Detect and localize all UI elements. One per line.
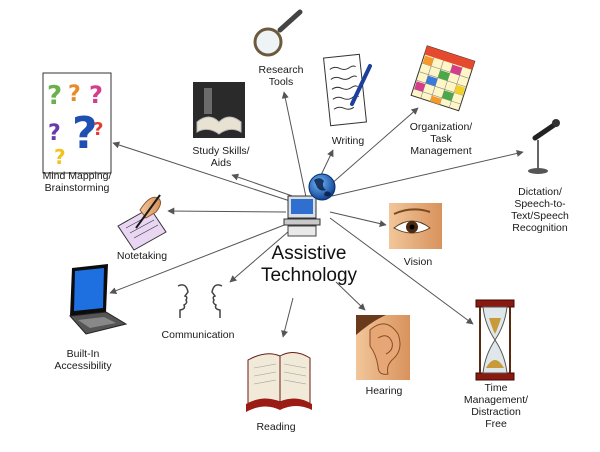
svg-text:?: ? (68, 82, 81, 107)
label-line: Vision (403, 256, 433, 268)
label-line: Accessibility (54, 360, 112, 372)
svg-text:?: ? (47, 81, 62, 111)
laptop-icon (68, 264, 128, 335)
svg-text:?: ? (93, 119, 103, 140)
arrow-organization (321, 107, 419, 193)
label-line: Management (410, 145, 472, 157)
pen-and-paper-icon (322, 53, 372, 127)
arrow-reading (281, 297, 294, 338)
label-line: Aids (210, 157, 232, 169)
label-reading: Reading (252, 421, 300, 433)
arrow-notetaking (167, 207, 287, 215)
label-communication: Communication (160, 329, 236, 341)
label-line: Text/Speech (511, 210, 569, 222)
label-line: Time (484, 382, 508, 394)
arrow-dictation (331, 150, 524, 197)
label-line: Speech-to- (514, 198, 566, 210)
connector-arrows (109, 91, 524, 338)
arrow-study (231, 173, 299, 199)
label-line: Mind Mapping/ (42, 170, 112, 182)
ear-icon (356, 315, 410, 380)
hand-writing-icon (117, 194, 167, 251)
eye-icon (389, 203, 442, 249)
arrow-time (329, 217, 474, 325)
label-line: Communication (161, 329, 235, 341)
hourglass-icon (475, 299, 515, 381)
label-line: Recognition (512, 222, 568, 234)
label-line: Task (430, 133, 452, 145)
svg-text:?: ? (72, 108, 98, 159)
arrow-communication (229, 224, 297, 283)
label-line: Dictation/ (518, 186, 562, 198)
label-writing: Writing (330, 135, 366, 147)
svg-text:?: ? (48, 121, 61, 146)
center-title: Assistive Technology (244, 243, 374, 287)
center-title-line2: Technology (260, 265, 358, 286)
label-line: Writing (331, 135, 365, 147)
arrow-mindmap (112, 141, 291, 202)
label-line: Organization/ (409, 121, 473, 133)
label-line: Free (485, 418, 507, 430)
globe-icon (308, 173, 336, 201)
label-line: Research (258, 64, 304, 76)
arrow-builtin (109, 221, 293, 294)
label-line: Notetaking (116, 250, 168, 262)
arrow-vision (329, 211, 387, 227)
center-title-line1: Assistive (271, 243, 347, 264)
calendar-icon (410, 45, 476, 112)
label-mind-mapping: Mind Mapping/ Brainstorming (38, 170, 116, 194)
book-icon (246, 352, 312, 412)
magnifying-glass-icon (253, 9, 303, 57)
microphone-icon (528, 119, 560, 174)
label-research-tools: Research Tools (256, 64, 306, 88)
label-line: Brainstorming (44, 182, 110, 194)
question-marks-icon: ? ? ? ? ? ? ? (42, 72, 112, 174)
label-organization: Organization/ Task Management (408, 121, 474, 157)
label-notetaking: Notetaking (112, 250, 172, 262)
label-line: Hearing (365, 385, 403, 397)
svg-text:?: ? (89, 81, 103, 109)
label-line: Tools (268, 76, 294, 88)
label-hearing: Hearing (362, 385, 406, 397)
label-line: Built-In (66, 348, 100, 360)
two-faces-icon (177, 284, 223, 318)
svg-text:?: ? (54, 145, 66, 169)
label-line: Distraction (471, 406, 521, 418)
arrow-hearing (335, 281, 366, 311)
label-vision: Vision (400, 256, 436, 268)
computer-icon (283, 195, 321, 237)
label-line: Management/ (463, 394, 529, 406)
label-dictation: Dictation/ Speech-to- Text/Speech Recogn… (508, 186, 572, 234)
label-line: Study Skills/ (192, 145, 250, 157)
arrow-research (281, 91, 307, 198)
label-line: Reading (256, 421, 296, 433)
label-built-in: Built-In Accessibility (48, 348, 118, 372)
open-book-icon (193, 82, 245, 138)
label-time-management: Time Management/ Distraction Free (462, 382, 530, 430)
label-study-skills: Study Skills/ Aids (186, 145, 256, 169)
